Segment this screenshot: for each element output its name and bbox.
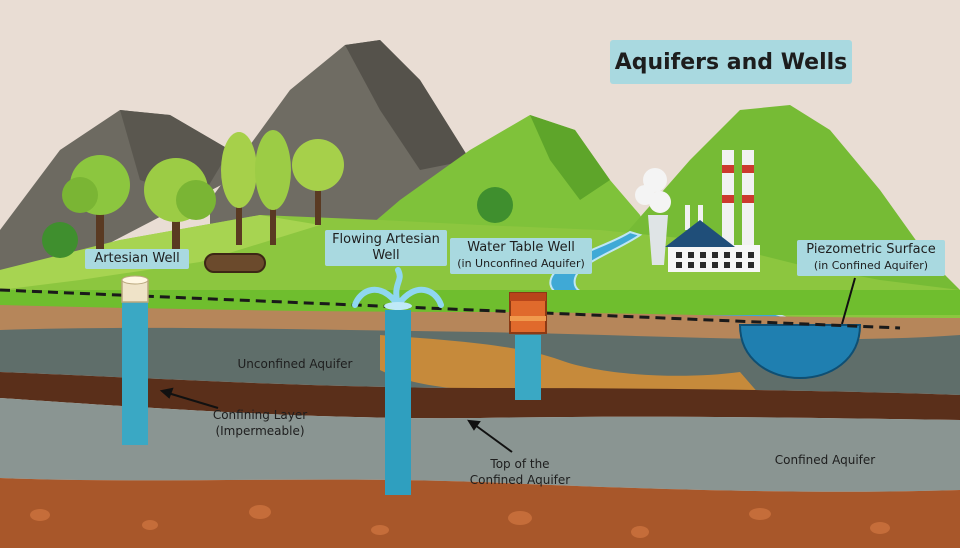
pointer-arrows	[159, 277, 856, 453]
label-water-table-well: Water Table Well (in Unconfined Aquifer)	[450, 238, 592, 274]
label-top-confined-2: Confined Aquifer	[469, 473, 571, 487]
confining-layer	[0, 372, 960, 420]
bedrock-pebbles	[30, 505, 890, 538]
label-piezometric-sub: (in Confined Aquifer)	[813, 259, 929, 272]
power-plant	[635, 150, 760, 272]
flowing-artesian-well	[352, 267, 444, 495]
label-flowing-artesian-well: Flowing Artesian Well	[325, 230, 447, 266]
label-confining-layer-sub: (Impermeable)	[215, 424, 305, 438]
grass-strip	[0, 290, 960, 315]
label-confining-layer: Confining Layer (Impermeable)	[200, 407, 320, 439]
label-confined-aquifer: Confined Aquifer	[774, 453, 876, 467]
piezometric-surface-line	[0, 288, 901, 330]
ground-layers	[0, 305, 960, 548]
label-water-table-well-title: Water Table Well	[467, 240, 575, 255]
confined-aquifer-layer	[0, 398, 960, 492]
label-piezometric-title: Piezometric Surface	[806, 242, 936, 257]
label-top-confined-1: Top of the	[490, 457, 550, 471]
label-confining-layer-title: Confining Layer	[212, 408, 308, 422]
diagram-title: Aquifers and Wells	[610, 40, 852, 84]
water-table-well	[509, 292, 547, 400]
label-artesian-well: Artesian Well	[85, 249, 189, 269]
label-top-confined-aquifer: Top of the Confined Aquifer	[450, 456, 590, 488]
label-water-table-well-sub: (in Unconfined Aquifer)	[457, 257, 585, 270]
artesian-well	[121, 275, 149, 445]
label-piezometric-surface: Piezometric Surface (in Confined Aquifer…	[797, 240, 945, 276]
sand-lens	[380, 335, 760, 396]
groundwater-pond	[738, 324, 862, 380]
label-unconfined-aquifer: Unconfined Aquifer	[237, 357, 353, 371]
bedrock-layer	[0, 478, 960, 548]
trees	[42, 130, 513, 273]
